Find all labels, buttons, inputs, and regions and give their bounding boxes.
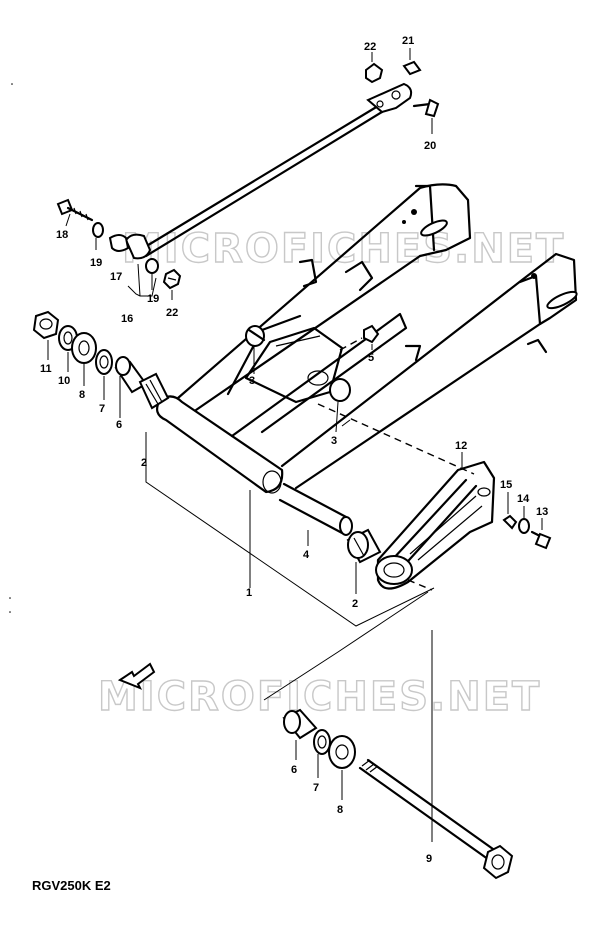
spacer-6 <box>114 356 148 394</box>
label-8a: 8 <box>79 389 85 401</box>
washer-19 <box>92 222 104 238</box>
bushing-3-lower <box>329 378 351 402</box>
label-22a: 22 <box>364 41 376 53</box>
chain-guard-12 <box>375 460 496 590</box>
assembly-line-upper2 <box>339 337 363 351</box>
cap-8 <box>71 332 97 364</box>
label-3a: 3 <box>249 375 255 387</box>
label-4: 4 <box>303 549 310 561</box>
label-12: 12 <box>455 440 467 452</box>
label-19b: 19 <box>147 293 159 305</box>
torque-rod <box>124 82 413 260</box>
label-16: 16 <box>121 313 133 325</box>
label-20: 20 <box>424 140 436 152</box>
bushing-17 <box>108 234 130 252</box>
nut-15 <box>502 514 518 530</box>
cap-8-lower <box>328 735 356 769</box>
collar-21 <box>402 60 422 76</box>
label-14: 14 <box>517 493 530 505</box>
label-7a: 7 <box>99 403 105 415</box>
spacer-6-lower <box>282 708 318 740</box>
model-code: RGV250K E2 <box>32 878 111 893</box>
assembly-line-lower <box>407 579 433 591</box>
nut-22b <box>365 62 384 84</box>
label-17: 17 <box>110 271 122 283</box>
label-21: 21 <box>402 35 414 47</box>
nut-22 <box>162 268 182 290</box>
label-2a: 2 <box>141 457 147 469</box>
bearing-2-right <box>346 528 382 564</box>
label-22b: 22 <box>166 307 178 319</box>
label-8b: 8 <box>337 804 343 816</box>
scan-specks <box>9 83 13 613</box>
label-15: 15 <box>500 479 512 491</box>
label-1: 1 <box>246 587 252 599</box>
spacer-tube-4 <box>278 482 353 536</box>
nut-5 <box>363 324 380 344</box>
label-6b: 6 <box>291 764 297 776</box>
bolt-13 <box>530 530 552 550</box>
seal-7 <box>95 349 113 375</box>
label-6a: 6 <box>116 419 122 431</box>
label-7b: 7 <box>313 782 319 794</box>
part-labels: 1 2 2 3 3 4 5 6 6 7 7 8 8 9 10 11 12 13 … <box>40 35 548 865</box>
label-19a: 19 <box>90 257 102 269</box>
bearing-2-left <box>138 372 170 410</box>
label-9: 9 <box>426 853 432 865</box>
label-11: 11 <box>40 363 52 375</box>
assembly-line-upper <box>317 403 475 475</box>
leader-lines <box>47 48 543 842</box>
label-2b: 2 <box>352 598 358 610</box>
swingarm <box>155 183 578 494</box>
front-direction-arrow <box>117 662 156 690</box>
bolt-18 <box>56 198 94 222</box>
washer-14 <box>518 518 530 534</box>
label-13: 13 <box>536 506 548 518</box>
watermark-top: MICROFICHES.NET <box>122 226 565 272</box>
axle-9 <box>358 758 514 880</box>
watermark-bottom: MICROFICHES.NET <box>98 674 541 720</box>
bolt-20 <box>412 98 440 118</box>
label-18: 18 <box>56 229 68 241</box>
label-5: 5 <box>368 352 374 364</box>
washer-19b <box>145 258 159 274</box>
nut-11 <box>32 310 60 340</box>
seal-7-lower <box>313 729 331 755</box>
label-10: 10 <box>58 375 70 387</box>
label-3b: 3 <box>331 435 337 447</box>
bushing-3-upper <box>245 325 266 347</box>
